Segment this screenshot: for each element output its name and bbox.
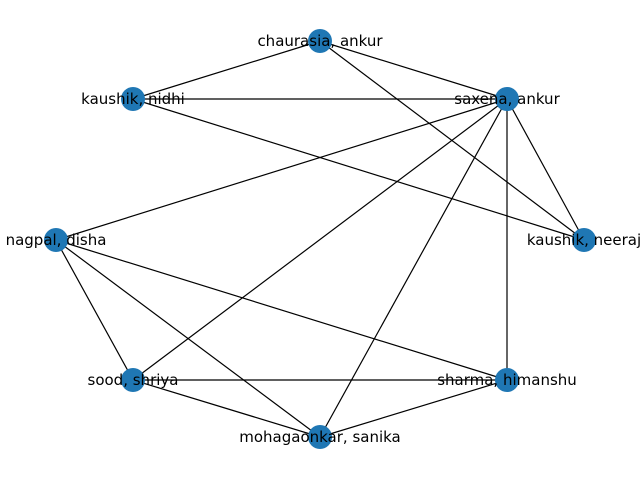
edge-sood-mohagaonkar <box>132 379 321 438</box>
node-chaurasia: chaurasia, ankur <box>257 29 383 53</box>
edge-kaushik_nidhi-kaushik_neeraj <box>132 98 585 241</box>
node-marker <box>572 228 596 252</box>
edge-saxena-mohagaonkar <box>319 98 508 438</box>
node-marker <box>44 228 68 252</box>
node-sood: sood, shriya <box>88 368 179 392</box>
node-saxena: saxena, ankur <box>454 87 561 111</box>
edge-saxena-sood <box>132 98 508 381</box>
node-marker <box>495 87 519 111</box>
node-label: chaurasia, ankur <box>257 32 383 50</box>
node-marker <box>308 29 332 53</box>
node-nagpal: nagpal, disha <box>6 228 107 252</box>
node-marker <box>121 87 145 111</box>
edge-nagpal-sharma <box>55 239 508 381</box>
node-kaushik_nidhi: kaushik, nidhi <box>81 87 185 111</box>
node-marker <box>121 368 145 392</box>
node-kaushik_neeraj: kaushik, neeraj <box>527 228 640 252</box>
edge-sharma-mohagaonkar <box>319 379 508 438</box>
node-label: kaushik, neeraj <box>527 231 640 249</box>
node-sharma: sharma, himanshu <box>437 368 577 392</box>
edge-nagpal-sood <box>55 239 134 381</box>
node-label: kaushik, nidhi <box>81 90 185 108</box>
edge-nagpal-mohagaonkar <box>55 239 321 438</box>
node-marker <box>308 425 332 449</box>
node-label: saxena, ankur <box>454 90 560 108</box>
edge-chaurasia-saxena <box>319 40 508 100</box>
node-layer: chaurasia, ankur kaushik, nidhi saxena, an… <box>6 29 640 449</box>
node-label: mohagaonkar, sanika <box>239 428 401 446</box>
node-mohagaonkar: mohagaonkar, sanika <box>239 425 401 449</box>
edge-chaurasia-kaushik_nidhi <box>132 40 321 100</box>
edge-saxena-nagpal <box>55 98 508 241</box>
edge-layer <box>55 40 585 438</box>
node-label: nagpal, disha <box>6 231 107 249</box>
node-label: sood, shriya <box>88 371 179 389</box>
edge-saxena-kaushik_neeraj <box>506 98 585 241</box>
node-label: sharma, himanshu <box>437 371 577 389</box>
node-marker <box>495 368 519 392</box>
